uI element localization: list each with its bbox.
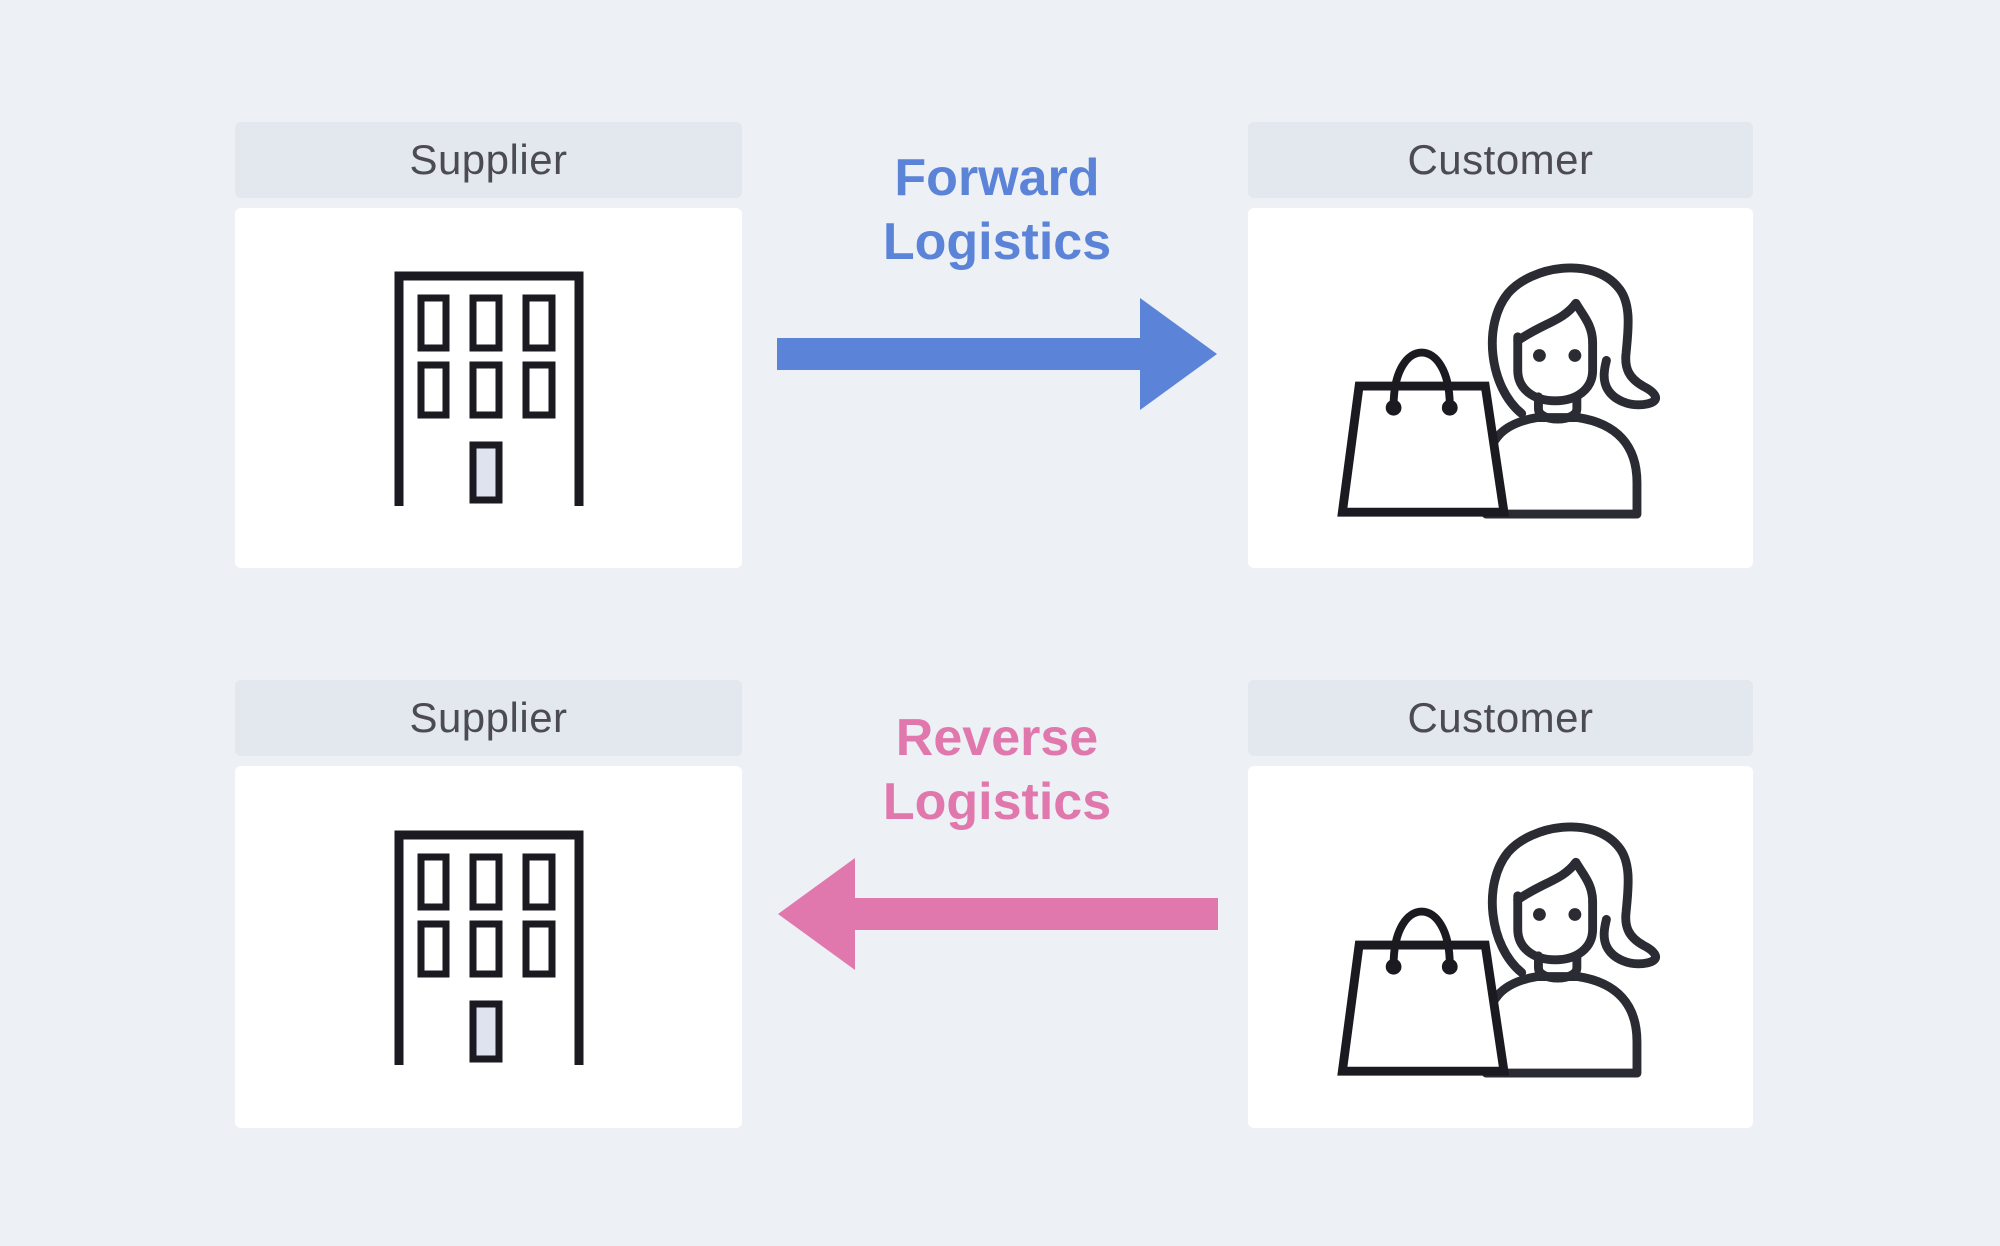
flow-label-line2: Logistics [882,773,1112,831]
forward-logistics-label: Forward Logistics [745,146,1249,274]
card-title: Customer [1407,136,1594,183]
building-icon [394,830,583,1065]
card-supplier-bottom: Supplier [235,680,742,1128]
card-header: Supplier [235,122,742,198]
reverse-arrow-shape [778,858,1218,970]
forward-arrow [777,298,1217,410]
card-header: Customer [1248,122,1753,198]
card-customer-bottom: Customer [1248,680,1753,1128]
card-title: Supplier [409,694,568,741]
card-header: Customer [1248,680,1753,756]
card-body [1248,208,1753,568]
card-customer-top: Customer [1248,122,1753,568]
flow-label-line2: Logistics [882,213,1112,271]
card-title: Customer [1407,694,1594,741]
flow-label-line1: Reverse [895,709,1099,767]
reverse-logistics-label: Reverse Logistics [745,706,1249,834]
card-title: Supplier [409,136,568,183]
card-header: Supplier [235,680,742,756]
woman-with-shopping-bag-icon [1336,822,1660,1078]
card-body [235,766,742,1128]
card-body [235,208,742,568]
card-body [1248,766,1753,1128]
card-supplier-top: Supplier [235,122,742,568]
woman-with-shopping-bag-icon [1336,263,1660,519]
reverse-arrow [778,858,1218,970]
building-icon [394,271,583,506]
flow-label-line1: Forward [894,149,1100,207]
forward-arrow-shape [777,298,1217,410]
